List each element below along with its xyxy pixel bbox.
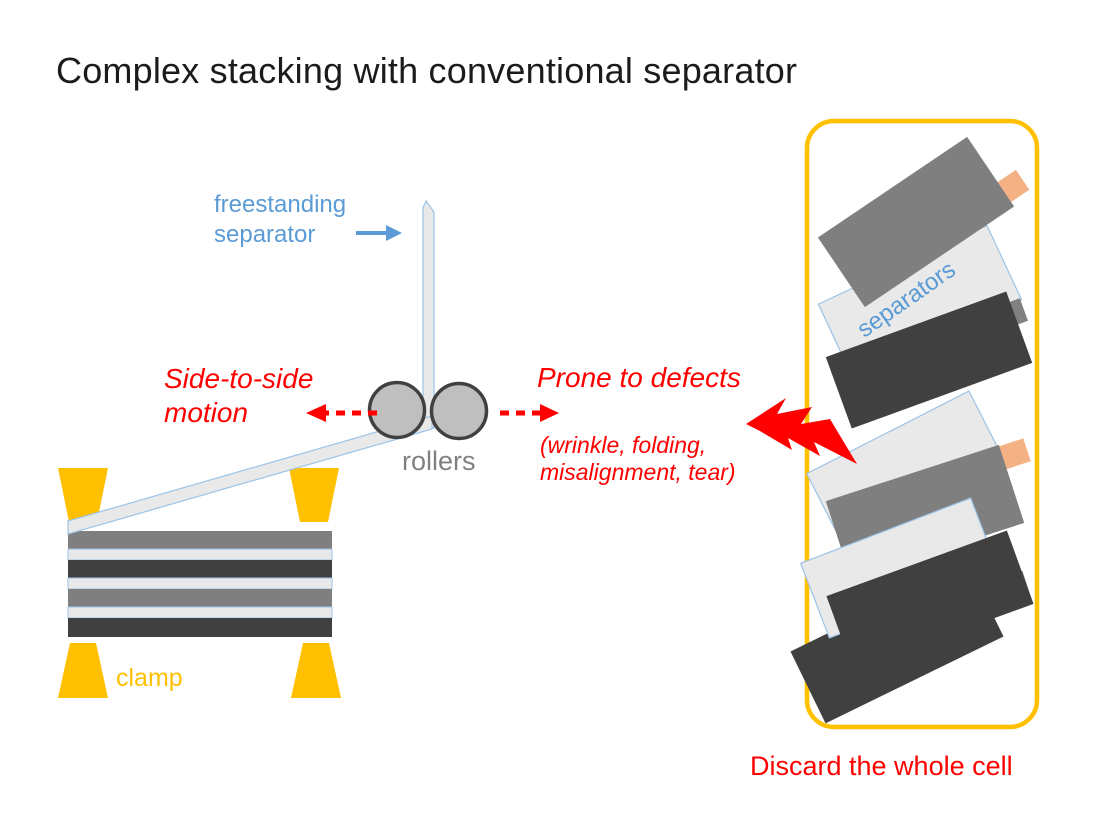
- cell-electrode-gray: [817, 136, 1015, 308]
- roller-right-icon: [429, 381, 489, 441]
- side-to-side-arrow-right-icon: [500, 404, 559, 422]
- side-to-side-motion-label: Side-to-side motion: [164, 363, 314, 428]
- prone-to-defects-label: Prone to defects: [537, 362, 741, 393]
- side-to-side-arrow-left-icon: [306, 404, 377, 422]
- stack-separator-layer: [67, 577, 333, 590]
- stack-electrode-layer: [68, 618, 332, 637]
- lightning-bolt-icon: [746, 398, 857, 464]
- clamped-stack: [67, 531, 333, 637]
- clamp-top-right: [289, 468, 339, 522]
- defect-types-label: (wrinkle, folding, misalignment, tear): [540, 432, 736, 486]
- freestanding-separator-label: freestanding separator: [214, 191, 347, 248]
- stack-separator-layer: [67, 548, 333, 561]
- clamps: [58, 468, 341, 698]
- stack-electrode-layer: [68, 560, 332, 578]
- stack-electrode-layer: [68, 531, 332, 549]
- roller-left-icon: [367, 380, 427, 440]
- cell-electrode-dark: [826, 530, 1034, 670]
- clamp-top-left: [58, 468, 108, 522]
- clamp-label: clamp: [116, 664, 183, 692]
- misaligned-stack: [790, 136, 1034, 724]
- rollers-label: rollers: [402, 446, 476, 476]
- clamp-bottom-left: [58, 643, 108, 698]
- rollers: [367, 380, 489, 441]
- discard-cell-label: Discard the whole cell: [750, 751, 1013, 781]
- stack-separator-layer: [67, 606, 333, 619]
- separator-web-diagonal: [67, 415, 433, 535]
- clamp-bottom-right: [291, 643, 341, 698]
- stack-electrode-layer: [68, 589, 332, 607]
- page-title: Complex stacking with conventional separ…: [56, 50, 798, 91]
- separator-web-vertical: [422, 199, 435, 429]
- cell-electrode-dark: [825, 291, 1033, 429]
- freestanding-arrow-icon: [356, 225, 402, 241]
